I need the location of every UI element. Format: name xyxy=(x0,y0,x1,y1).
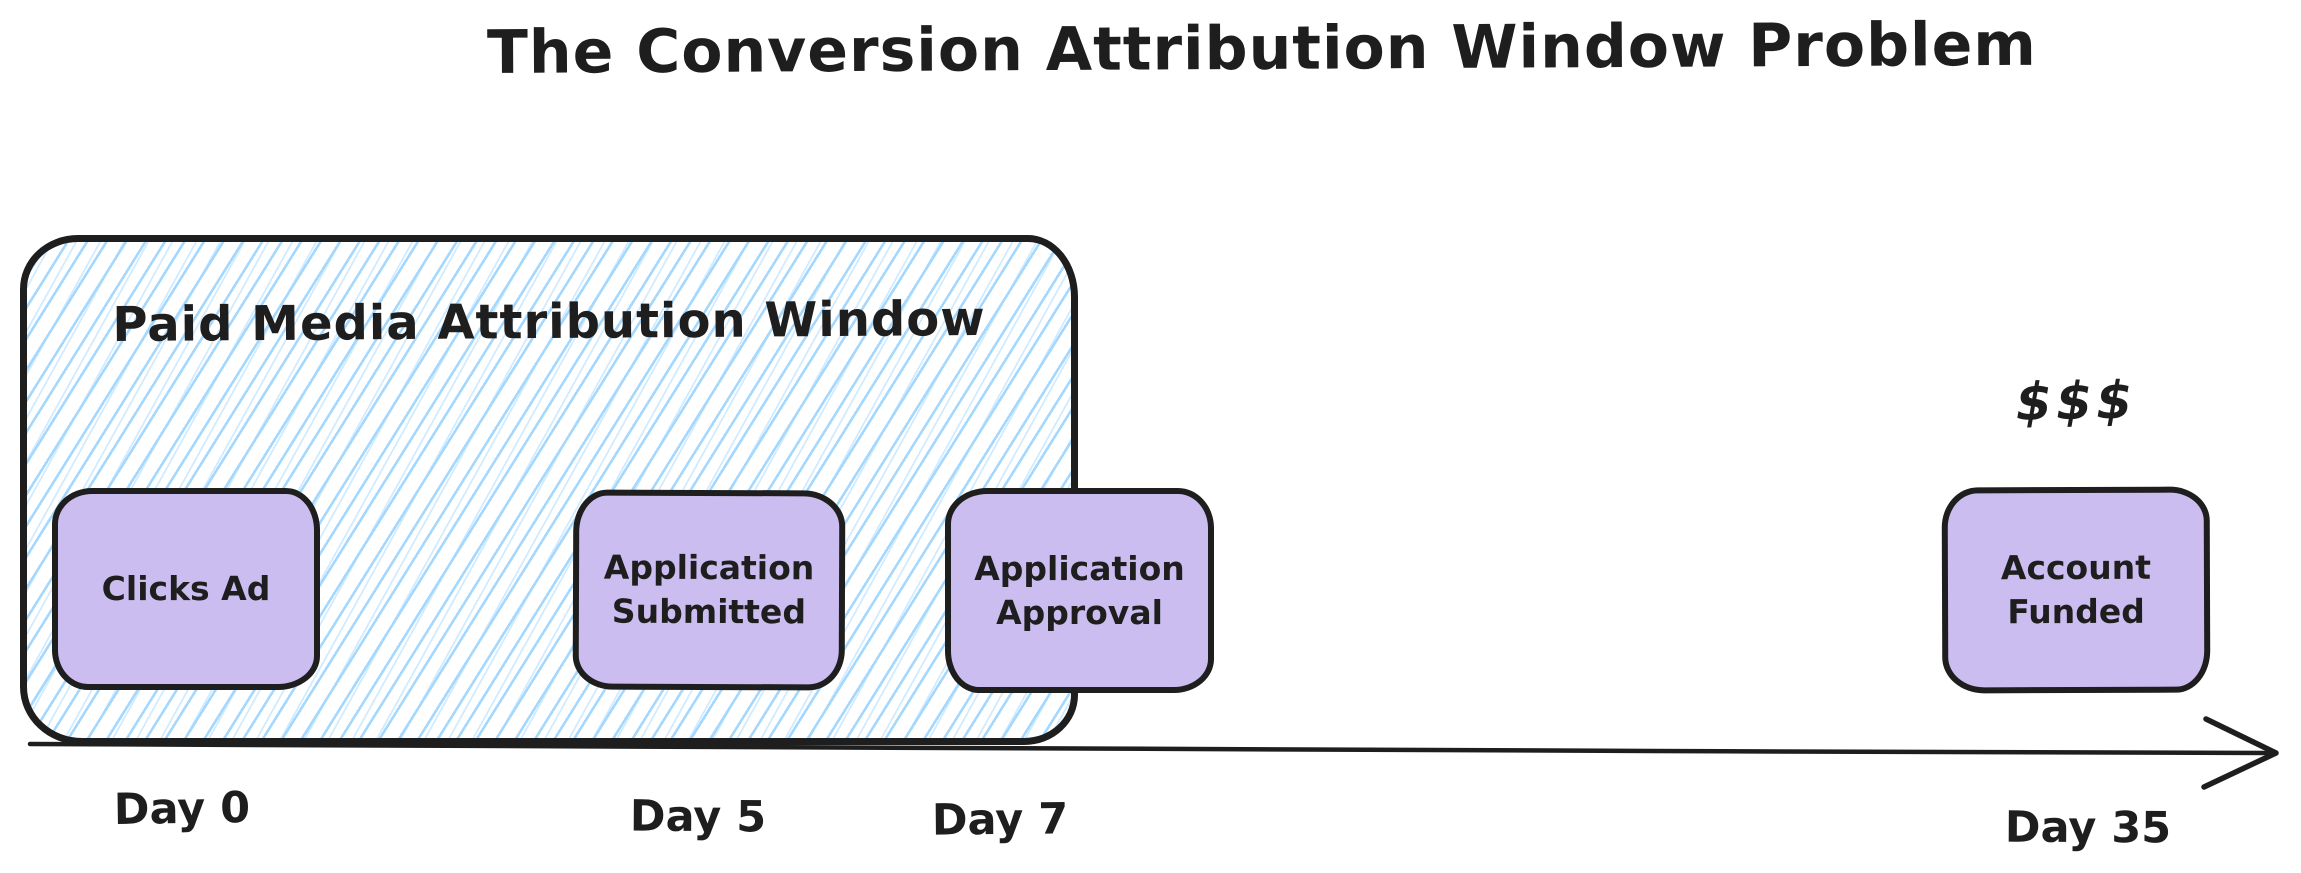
event-label: Application Approval xyxy=(974,548,1185,632)
attribution-window-label: Paid Media Attribution Window xyxy=(112,290,986,354)
timeline-arrow xyxy=(27,716,2279,790)
event-box-account-funded: Account Funded xyxy=(1941,486,2211,694)
arrowhead-icon xyxy=(2201,716,2279,790)
day-label-5: Day 5 xyxy=(629,791,767,843)
event-label: Clicks Ad xyxy=(101,569,271,609)
day-label-0: Day 0 xyxy=(113,783,251,835)
money-annotation: $$$ xyxy=(2015,370,2137,434)
event-box-clicks-ad: Clicks Ad xyxy=(52,488,320,690)
event-box-application-approval: Application Approval xyxy=(945,488,1214,693)
day-label-7: Day 7 xyxy=(931,794,1069,846)
day-label-35: Day 35 xyxy=(2004,802,2172,854)
event-label: Account Funded xyxy=(2000,548,2152,632)
event-label: Application Submitted xyxy=(603,548,815,632)
event-box-application-submitted: Application Submitted xyxy=(572,489,846,691)
page-title: The Conversion Attribution Window Proble… xyxy=(486,9,2038,88)
timeline-line xyxy=(27,741,2273,756)
